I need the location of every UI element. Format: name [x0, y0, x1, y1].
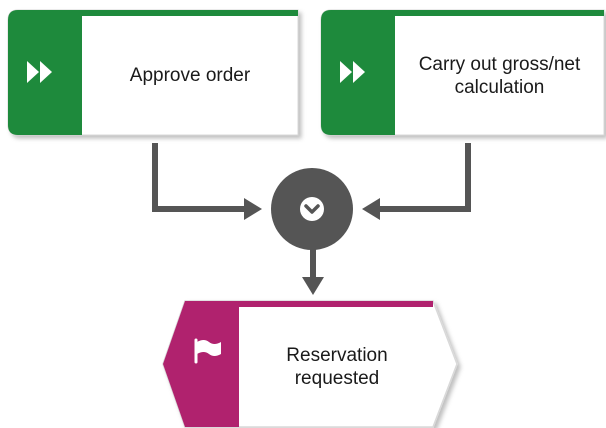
- function-approve-order[interactable]: [7, 9, 299, 136]
- function-approve-order-label: Approve order: [129, 65, 251, 86]
- event-reservation-requested[interactable]: [162, 300, 458, 428]
- fast-forward-icon: [27, 61, 52, 83]
- event-reservation-requested-label: Reservation requested: [286, 345, 388, 389]
- flag-icon: [194, 338, 221, 364]
- function-approve-order-top-border: [82, 10, 298, 16]
- and-connector[interactable]: [271, 168, 353, 250]
- event-top-border: [239, 301, 433, 307]
- connection-connector-to-event: [302, 249, 324, 295]
- function-gross-net-label: Carry out gross/net calculation: [418, 53, 581, 98]
- connection-function1-to-connector: [152, 143, 262, 220]
- function-gross-net-calculation[interactable]: [320, 9, 605, 136]
- chevron-down-icon: [300, 197, 324, 221]
- function-gross-net-top-border: [395, 10, 604, 16]
- fast-forward-icon: [340, 61, 365, 83]
- event-accent: [163, 301, 239, 427]
- connection-function2-to-connector: [362, 143, 471, 220]
